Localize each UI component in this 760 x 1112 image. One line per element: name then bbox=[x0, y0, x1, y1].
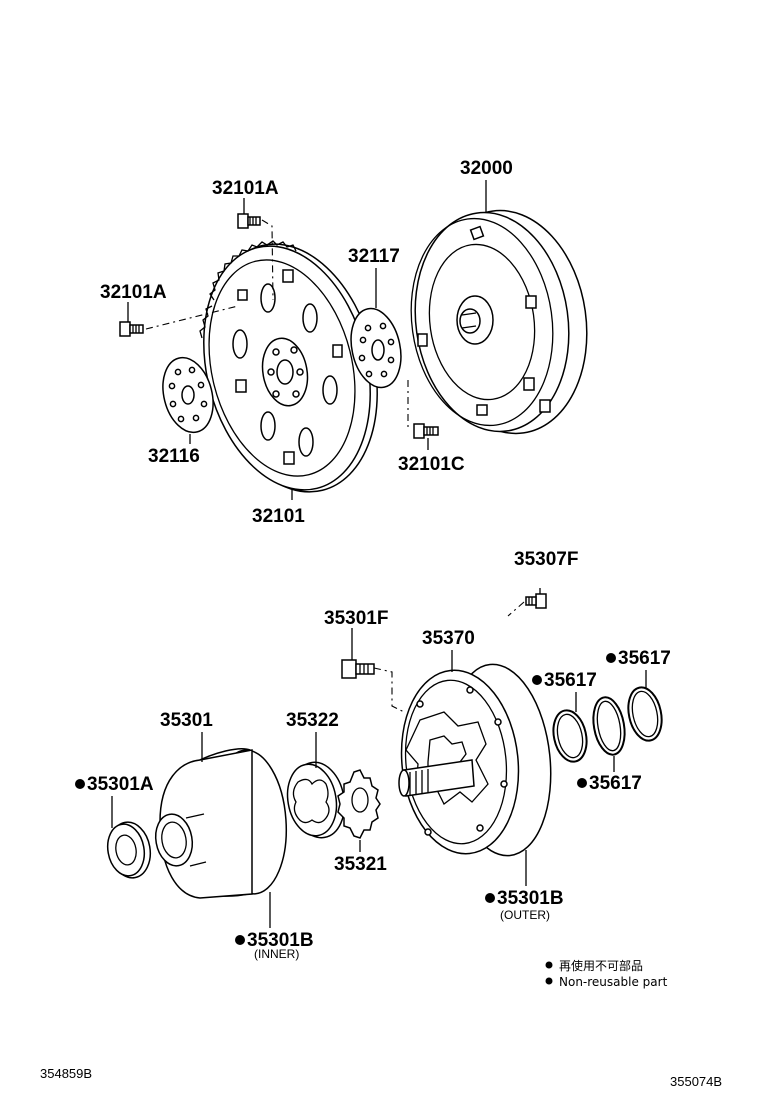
note-outer: (OUTER) bbox=[500, 908, 550, 922]
legend-english: Non-reusable part bbox=[559, 975, 668, 989]
bolt-32101A-top bbox=[237, 213, 261, 229]
label-35301B-outer: 35301B bbox=[497, 888, 564, 909]
note-inner: (INNER) bbox=[254, 947, 299, 961]
label-32101C: 32101C bbox=[398, 454, 465, 475]
label-32000: 32000 bbox=[460, 158, 513, 179]
bolt-35307F bbox=[525, 593, 547, 609]
label-35301: 35301 bbox=[160, 710, 213, 731]
oil-seal-35301A bbox=[106, 821, 152, 879]
o-ring-35617-right bbox=[627, 686, 663, 742]
label-35370: 35370 bbox=[422, 628, 475, 649]
legend-dot-en bbox=[545, 977, 553, 985]
bolt-35301F bbox=[341, 659, 375, 679]
bolt-32101A-left bbox=[119, 321, 144, 337]
stator-35301 bbox=[154, 748, 288, 899]
legend-dot-ja bbox=[545, 961, 553, 969]
label-35301A: 35301A bbox=[87, 774, 154, 795]
o-ring-35617-middle bbox=[592, 696, 626, 756]
illustration-code-right: 355074B bbox=[670, 1074, 722, 1089]
non-reusable-dot bbox=[606, 653, 616, 663]
non-reusable-dot bbox=[75, 779, 85, 789]
label-32101A-left: 32101A bbox=[100, 282, 167, 303]
label-32101A-top: 32101A bbox=[212, 178, 279, 199]
legend: 再使用不可部品 Non-reusable part bbox=[545, 958, 668, 989]
label-35301F: 35301F bbox=[324, 608, 388, 629]
label-32116: 32116 bbox=[148, 446, 200, 467]
label-35307F: 35307F bbox=[514, 549, 578, 570]
label-32101: 32101 bbox=[252, 506, 305, 527]
label-35301B-inner: 35301B bbox=[247, 930, 314, 951]
bolt-32101C bbox=[413, 423, 439, 439]
illustration-code-left: 354859B bbox=[40, 1066, 92, 1081]
label-35322: 35322 bbox=[286, 710, 339, 731]
non-reusable-dot bbox=[577, 778, 587, 788]
legend-japanese: 再使用不可部品 bbox=[559, 958, 643, 973]
spacer-32117 bbox=[350, 307, 402, 389]
label-35321: 35321 bbox=[334, 854, 387, 875]
driven-gear-35322 bbox=[286, 761, 346, 839]
oil-pump-body-35370 bbox=[398, 663, 552, 857]
label-35617-right: 35617 bbox=[618, 648, 671, 669]
label-35617-left: 35617 bbox=[544, 670, 597, 691]
label-32117: 32117 bbox=[348, 246, 400, 267]
torque-converter-32000 bbox=[410, 209, 588, 435]
non-reusable-dot bbox=[235, 935, 245, 945]
label-35617-middle: 35617 bbox=[589, 773, 642, 794]
o-ring-35617-left bbox=[552, 709, 588, 763]
non-reusable-dot bbox=[532, 675, 542, 685]
drive-plate-32101 bbox=[199, 240, 378, 493]
non-reusable-dot bbox=[485, 893, 495, 903]
drive-gear-35321 bbox=[337, 769, 381, 839]
spacer-32116 bbox=[162, 356, 214, 434]
